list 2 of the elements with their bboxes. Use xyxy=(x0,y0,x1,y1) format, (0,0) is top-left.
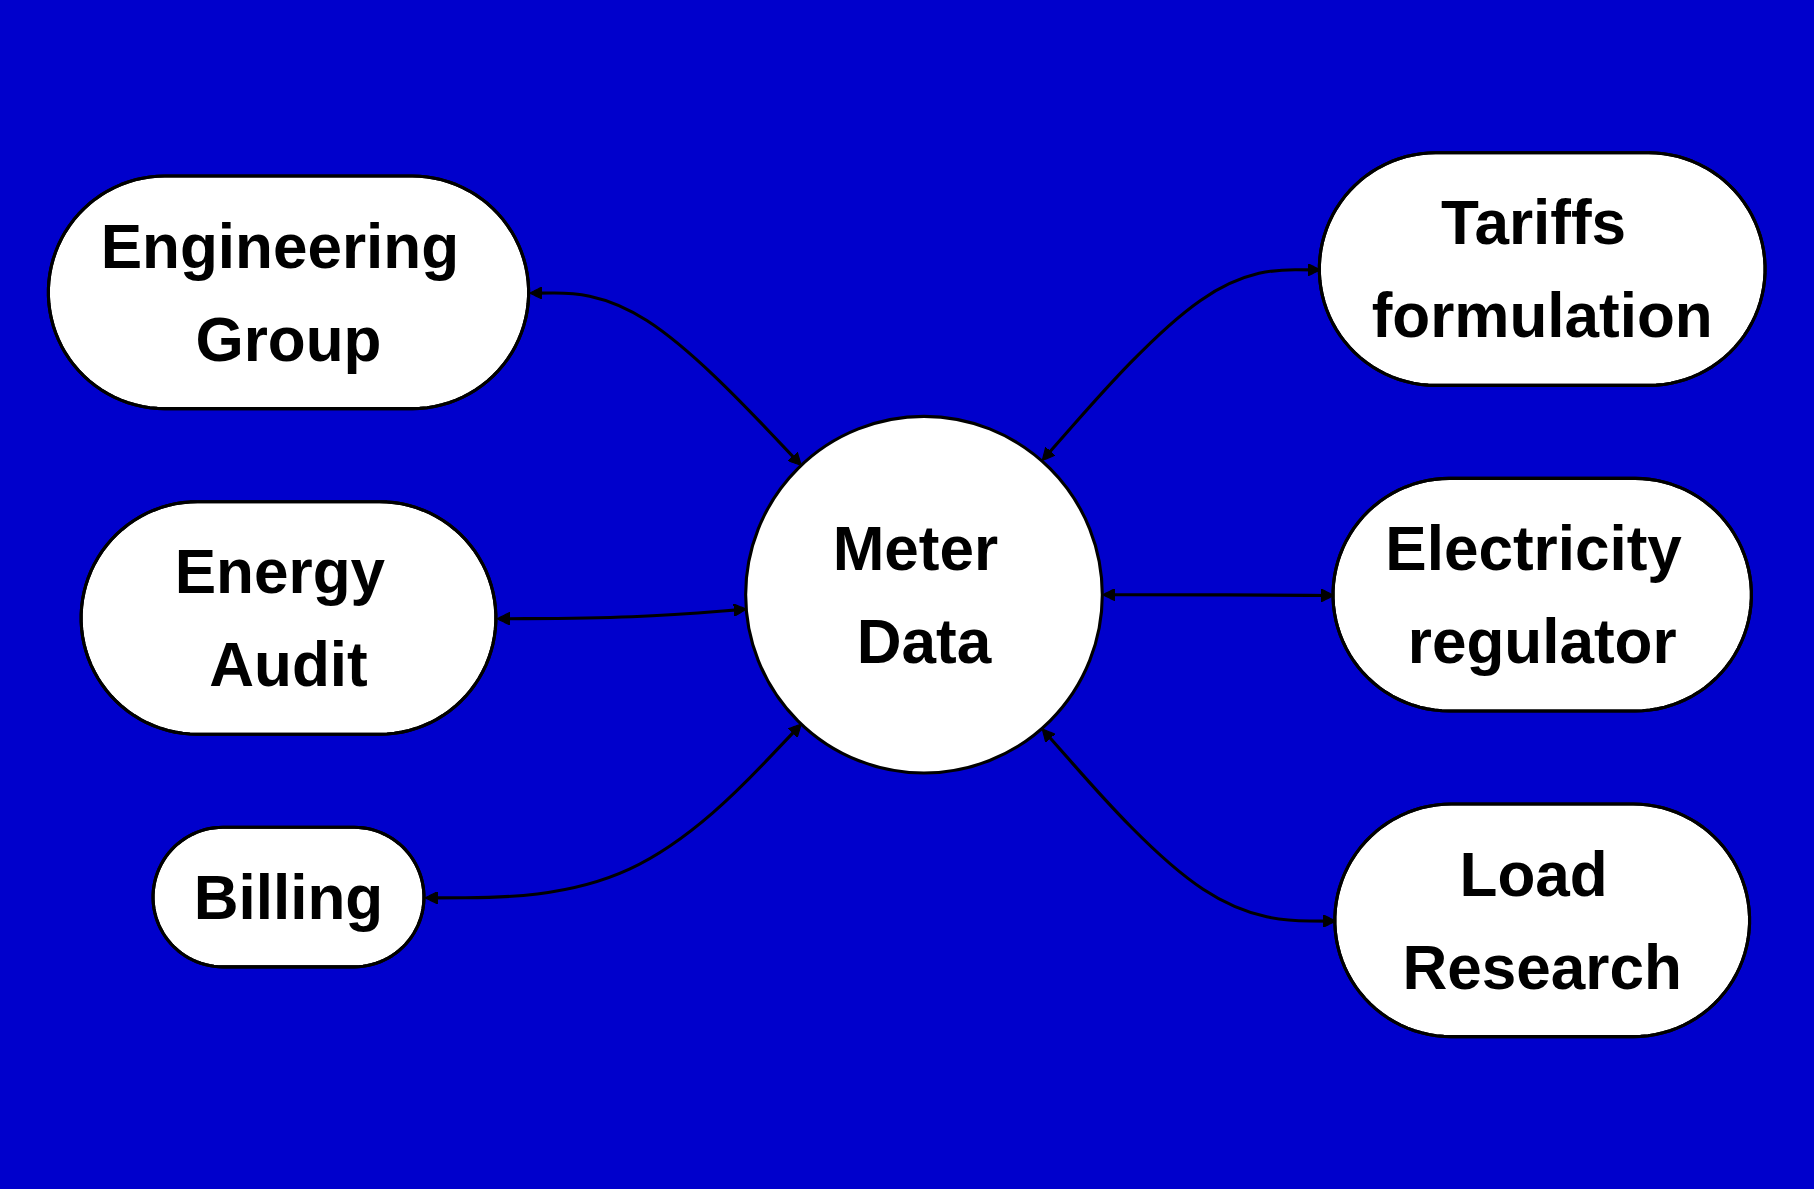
node-circle: Meter Data xyxy=(744,414,1105,775)
arrow xyxy=(529,286,803,466)
